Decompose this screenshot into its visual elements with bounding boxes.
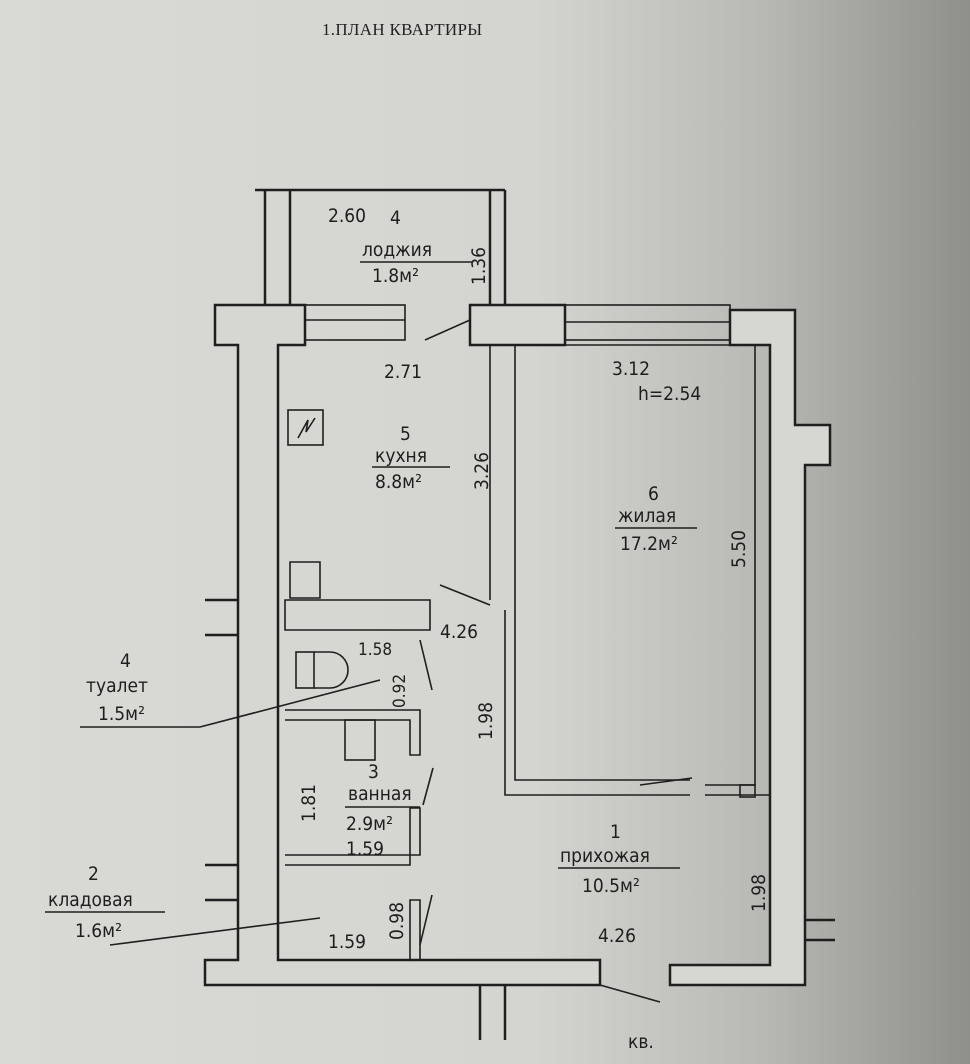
storage-width: 1.59 (328, 931, 366, 953)
living-area: 17.2м² (620, 533, 678, 555)
storage-area: 1.6м² (75, 920, 122, 942)
kitchen-width: 2.71 (384, 361, 422, 383)
toilet-area: 1.5м² (98, 703, 145, 725)
loggia-name: лоджия (362, 239, 432, 261)
kitchen-number: 5 (400, 423, 411, 445)
hall-number: 1 (610, 821, 621, 843)
kitchen-name: кухня (375, 445, 427, 467)
hall-name: прихожая (560, 845, 650, 867)
bath-area: 2.9м² (346, 813, 393, 835)
toilet-name: туалет (86, 675, 148, 697)
loggia-depth: 1.36 (468, 247, 490, 285)
loggia-area: 1.8м² (372, 265, 419, 287)
toilet-width: 1.58 (358, 640, 392, 660)
toilet-depth: 0.92 (390, 674, 410, 708)
bath-number: 3 (368, 761, 379, 783)
interior-walls (45, 261, 770, 1003)
toilet-number: 4 (120, 650, 131, 672)
storage-depth: 0.98 (386, 902, 408, 940)
storage-number: 2 (88, 863, 99, 885)
windows (304, 304, 731, 341)
loggia-walls (255, 188, 507, 305)
hall-area: 10.5м² (582, 875, 640, 897)
bath-depth: 1.81 (298, 784, 320, 822)
bath-name: ванная (348, 783, 412, 805)
hall-depth: 1.98 (748, 874, 770, 912)
living-number: 6 (648, 483, 659, 505)
kitchen-area: 8.8м² (375, 471, 422, 493)
exterior-walls (203, 303, 835, 1040)
hall-width: 4.26 (598, 925, 636, 947)
corridor-dim-depth: 1.98 (475, 702, 497, 740)
living-name: жилая (618, 505, 676, 527)
corridor-dim-width: 4.26 (440, 621, 478, 643)
storage-name: кладовая (48, 889, 133, 911)
living-width: 3.12 (612, 358, 650, 380)
bath-width: 1.59 (346, 838, 384, 860)
loggia-number: 4 (390, 207, 401, 229)
ceiling-height: h=2.54 (638, 383, 701, 405)
loggia-width: 2.60 (328, 205, 366, 227)
plan-title: 1.ПЛАН КВАРТИРЫ (322, 20, 483, 39)
living-depth: 5.50 (728, 530, 750, 568)
apartment-label: кв. (628, 1031, 654, 1053)
kitchen-depth: 3.26 (471, 452, 493, 490)
